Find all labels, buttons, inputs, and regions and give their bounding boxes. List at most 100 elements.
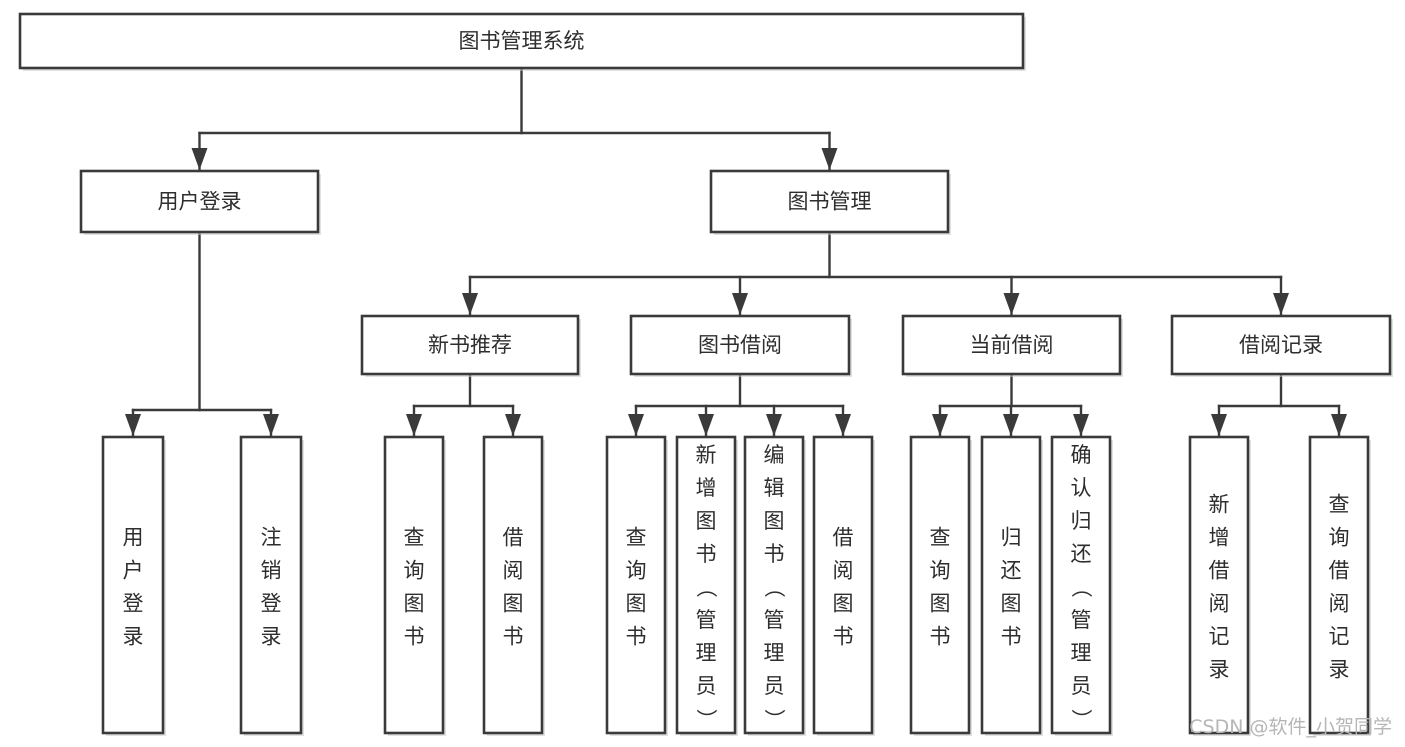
node-rect[interactable]	[101, 435, 165, 735]
node-label-char: 图	[930, 592, 951, 616]
node-label: 图书借阅	[698, 333, 782, 357]
arrow-head-icon	[125, 414, 141, 436]
connector-lines-layer	[125, 66, 1347, 437]
node-label-char: 书	[764, 542, 785, 566]
node-label-char: ）	[1069, 709, 1093, 730]
arrow-head-icon	[505, 414, 521, 436]
node-label-char: 书	[930, 625, 951, 649]
node-book-manage[interactable]: 图书管理	[709, 169, 951, 235]
node-rect[interactable]	[383, 435, 445, 735]
node-rect[interactable]	[629, 314, 851, 376]
node-label: 用户登录	[158, 190, 242, 214]
node-label-char: 辑	[764, 476, 785, 500]
node-rect[interactable]	[605, 435, 667, 735]
node-root[interactable]: 图书管理系统	[18, 12, 1026, 71]
node-label-char: 书	[833, 625, 854, 649]
arrow-head-icon	[406, 414, 422, 436]
node-label: 当前借阅	[970, 333, 1054, 357]
node-label: 图书管理系统	[459, 29, 585, 53]
node-label-char: 记	[1329, 625, 1350, 649]
node-label-char: 员	[696, 674, 717, 698]
node-rect[interactable]	[901, 314, 1122, 376]
node-label-char: 借	[1329, 559, 1350, 583]
node-rect[interactable]	[1188, 435, 1250, 735]
node-label: 图书管理	[788, 190, 872, 214]
node-label-char: 录	[1209, 658, 1230, 682]
node-label-char: 查	[930, 526, 951, 550]
node-label-char: 书	[503, 625, 524, 649]
node-label-char: 认	[1071, 476, 1092, 500]
node-rect[interactable]	[675, 435, 737, 735]
node-label-char: 图	[503, 592, 524, 616]
arrow-head-icon	[191, 148, 208, 170]
node-label-char: 查	[1329, 493, 1350, 517]
node-label-char: 管	[764, 608, 785, 632]
node-label-char: 图	[404, 592, 425, 616]
node-label-char: 书	[1001, 625, 1022, 649]
node-label-char: 询	[404, 559, 425, 583]
node-rect[interactable]	[18, 12, 1025, 70]
arrow-head-icon	[1273, 293, 1289, 315]
node-label-char: 还	[1071, 542, 1092, 566]
node-new-book-rec[interactable]: 新书推荐	[360, 314, 581, 377]
node-book-borrow[interactable]: 图书借阅	[629, 314, 852, 377]
node-label-char: 新	[696, 443, 717, 467]
node-rect[interactable]	[1308, 435, 1370, 735]
arrow-head-icon	[932, 414, 948, 436]
node-user-login[interactable]: 用户登录	[79, 169, 321, 235]
node-rect[interactable]	[743, 435, 805, 735]
node-label-char: 登	[123, 592, 144, 616]
node-label: 新书推荐	[428, 333, 512, 357]
node-label-char: 增	[696, 476, 717, 500]
arrow-head-icon	[732, 293, 748, 315]
arrow-head-icon	[1003, 414, 1019, 436]
node-rect[interactable]	[360, 314, 580, 376]
node-label-char: 查	[626, 526, 647, 550]
node-label-char: 登	[261, 592, 282, 616]
node-rect[interactable]	[812, 435, 874, 735]
node-rect[interactable]	[980, 435, 1042, 735]
node-label: 借阅记录	[1239, 333, 1323, 357]
node-label-char: 图	[626, 592, 647, 616]
node-label-char: 图	[764, 509, 785, 533]
node-rect[interactable]	[1050, 435, 1112, 735]
node-label-char: 询	[930, 559, 951, 583]
node-leaf-user-login[interactable]: 用户登录	[101, 435, 166, 736]
arrow-head-icon	[1211, 414, 1227, 436]
node-label-char: 管	[696, 608, 717, 632]
node-label-char: 新	[1209, 493, 1230, 517]
node-label-char: 查	[404, 526, 425, 550]
node-label-char: 借	[1209, 559, 1230, 583]
node-boxes-layer: 图书管理系统用户登录图书管理新书推荐图书借阅当前借阅借阅记录用户登录注销登录查询…	[18, 12, 1393, 736]
node-label-char: 录	[261, 625, 282, 649]
node-rect[interactable]	[1170, 314, 1392, 376]
node-rect[interactable]	[482, 435, 544, 735]
node-label-char: 管	[1071, 608, 1092, 632]
node-rect[interactable]	[709, 169, 950, 234]
node-label-char: 员	[1071, 674, 1092, 698]
node-borrow-record[interactable]: 借阅记录	[1170, 314, 1393, 377]
arrow-head-icon	[766, 414, 782, 436]
node-label-char: 户	[123, 559, 144, 583]
node-rect[interactable]	[239, 435, 303, 735]
node-label-char: 增	[1209, 526, 1230, 550]
node-label-char: 员	[764, 674, 785, 698]
node-label-char: 还	[1001, 559, 1022, 583]
node-rect[interactable]	[909, 435, 971, 735]
node-rect[interactable]	[79, 169, 320, 234]
node-current-borrow[interactable]: 当前借阅	[901, 314, 1123, 377]
node-label-char: 理	[1071, 641, 1092, 665]
